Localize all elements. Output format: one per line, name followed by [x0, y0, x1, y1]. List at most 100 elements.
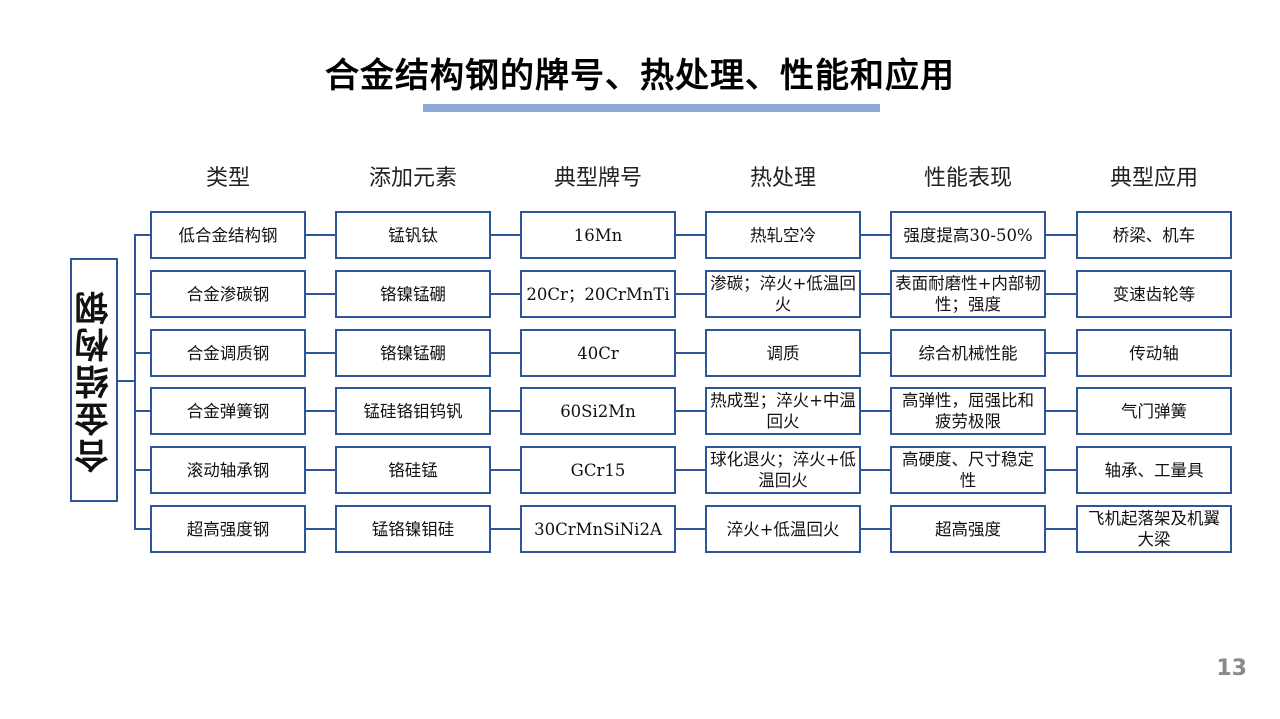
connector-row	[1046, 293, 1076, 295]
cell-text: 30CrMnSiNi2A	[534, 519, 662, 539]
connector-row	[306, 469, 335, 471]
connector-row	[1046, 469, 1076, 471]
cell-text: 超高强度	[935, 519, 1001, 539]
cell-application: 桥梁、机车	[1076, 211, 1232, 259]
cell-grade: 30CrMnSiNi2A	[520, 505, 676, 553]
connector-row	[1046, 528, 1076, 530]
cell-text: 锰硅铬钼钨钒	[363, 401, 463, 421]
cell-text: 锰钒钛	[388, 225, 438, 245]
cell-text: 热成型；淬火+中温回火	[710, 391, 856, 431]
root-label: 合金结构钢	[74, 287, 115, 473]
cell-grade: 16Mn	[520, 211, 676, 259]
cell-grade: GCr15	[520, 446, 676, 494]
connector-branch	[134, 528, 150, 530]
connector-row	[491, 352, 520, 354]
cell-text: 渗碳；淬火+低温回火	[710, 274, 856, 314]
connector-row	[491, 293, 520, 295]
cell-text: 铬镍锰硼	[380, 284, 446, 304]
cell-text: 气门弹簧	[1121, 401, 1187, 421]
connector-branch	[134, 293, 150, 295]
cell-type: 超高强度钢	[150, 505, 306, 553]
cell-text: 热轧空冷	[750, 225, 816, 245]
cell-type: 合金调质钢	[150, 329, 306, 377]
connector-branch	[134, 234, 150, 236]
connector-branch	[134, 352, 150, 354]
connector-row	[861, 234, 890, 236]
cell-text: 锰铬镍钼硅	[371, 519, 455, 539]
cell-text: 合金渗碳钢	[186, 284, 270, 304]
connector-branch	[134, 469, 150, 471]
connector-row	[861, 410, 890, 412]
slide-title: 合金结构钢的牌号、热处理、性能和应用	[325, 56, 955, 96]
connector-trunk	[134, 234, 136, 530]
connector-row	[861, 528, 890, 530]
connector-row	[491, 528, 520, 530]
cell-heat-treatment: 热成型；淬火+中温回火	[705, 387, 861, 435]
cell-text: 高弹性，屈强比和疲劳极限	[902, 391, 1034, 431]
cell-performance: 综合机械性能	[890, 329, 1046, 377]
connector-row	[491, 410, 520, 412]
cell-text: 变速齿轮等	[1112, 284, 1196, 304]
connector-row	[306, 293, 335, 295]
cell-text: 球化退火；淬火+低温回火	[710, 450, 856, 490]
cell-text: 综合机械性能	[918, 343, 1018, 363]
cell-heat-treatment: 调质	[705, 329, 861, 377]
cell-performance: 表面耐磨性+内部韧性；强度	[890, 270, 1046, 318]
cell-performance: 强度提高30-50%	[890, 211, 1046, 259]
cell-text: 合金弹簧钢	[186, 401, 270, 421]
cell-text: 40Cr	[577, 343, 619, 363]
cell-elements: 锰铬镍钼硅	[335, 505, 491, 553]
cell-text: 表面耐磨性+内部韧性；强度	[895, 274, 1041, 314]
cell-text: 超高强度钢	[186, 519, 270, 539]
cell-text: 铬镍锰硼	[380, 343, 446, 363]
cell-text: 淬火+低温回火	[726, 519, 840, 539]
column-header-type: 类型	[205, 166, 250, 191]
connector-row	[491, 469, 520, 471]
column-header-heat-treatment: 热处理	[749, 166, 816, 191]
cell-text: 强度提高30-50%	[903, 225, 1033, 245]
cell-application: 轴承、工量具	[1076, 446, 1232, 494]
cell-heat-treatment: 球化退火；淬火+低温回火	[705, 446, 861, 494]
connector-row	[306, 528, 335, 530]
cell-text: 60Si2Mn	[560, 401, 636, 421]
connector-row	[1046, 410, 1076, 412]
cell-text: 滚动轴承钢	[186, 460, 270, 480]
cell-application: 传动轴	[1076, 329, 1232, 377]
cell-grade: 60Si2Mn	[520, 387, 676, 435]
cell-text: 合金调质钢	[186, 343, 270, 363]
cell-heat-treatment: 渗碳；淬火+低温回火	[705, 270, 861, 318]
cell-text: 桥梁、机车	[1112, 225, 1196, 245]
connector-row	[861, 352, 890, 354]
cell-text: 20Cr；20CrMnTi	[526, 284, 670, 304]
cell-elements: 铬硅锰	[335, 446, 491, 494]
connector-row	[491, 234, 520, 236]
cell-heat-treatment: 淬火+低温回火	[705, 505, 861, 553]
connector-row	[676, 528, 705, 530]
column-header-grade: 典型牌号	[553, 166, 642, 191]
title-underline	[423, 104, 880, 112]
connector-row	[676, 469, 705, 471]
cell-text: 调质	[766, 343, 800, 363]
cell-text: 传动轴	[1129, 343, 1179, 363]
cell-performance: 超高强度	[890, 505, 1046, 553]
cell-heat-treatment: 热轧空冷	[705, 211, 861, 259]
connector-row	[676, 293, 705, 295]
cell-application: 气门弹簧	[1076, 387, 1232, 435]
cell-text: 16Mn	[573, 225, 623, 245]
root-node: 合金结构钢	[70, 258, 118, 502]
connector-row	[676, 352, 705, 354]
connector-root	[118, 380, 136, 382]
cell-elements: 铬镍锰硼	[335, 329, 491, 377]
cell-application: 变速齿轮等	[1076, 270, 1232, 318]
connector-row	[861, 469, 890, 471]
connector-branch	[134, 410, 150, 412]
column-header-elements: 添加元素	[368, 166, 457, 191]
cell-application: 飞机起落架及机翼大梁	[1076, 505, 1232, 553]
cell-type: 滚动轴承钢	[150, 446, 306, 494]
cell-grade: 20Cr；20CrMnTi	[520, 270, 676, 318]
cell-type: 合金弹簧钢	[150, 387, 306, 435]
column-header-performance: 性能表现	[923, 166, 1012, 191]
cell-elements: 铬镍锰硼	[335, 270, 491, 318]
cell-type: 合金渗碳钢	[150, 270, 306, 318]
connector-row	[306, 352, 335, 354]
